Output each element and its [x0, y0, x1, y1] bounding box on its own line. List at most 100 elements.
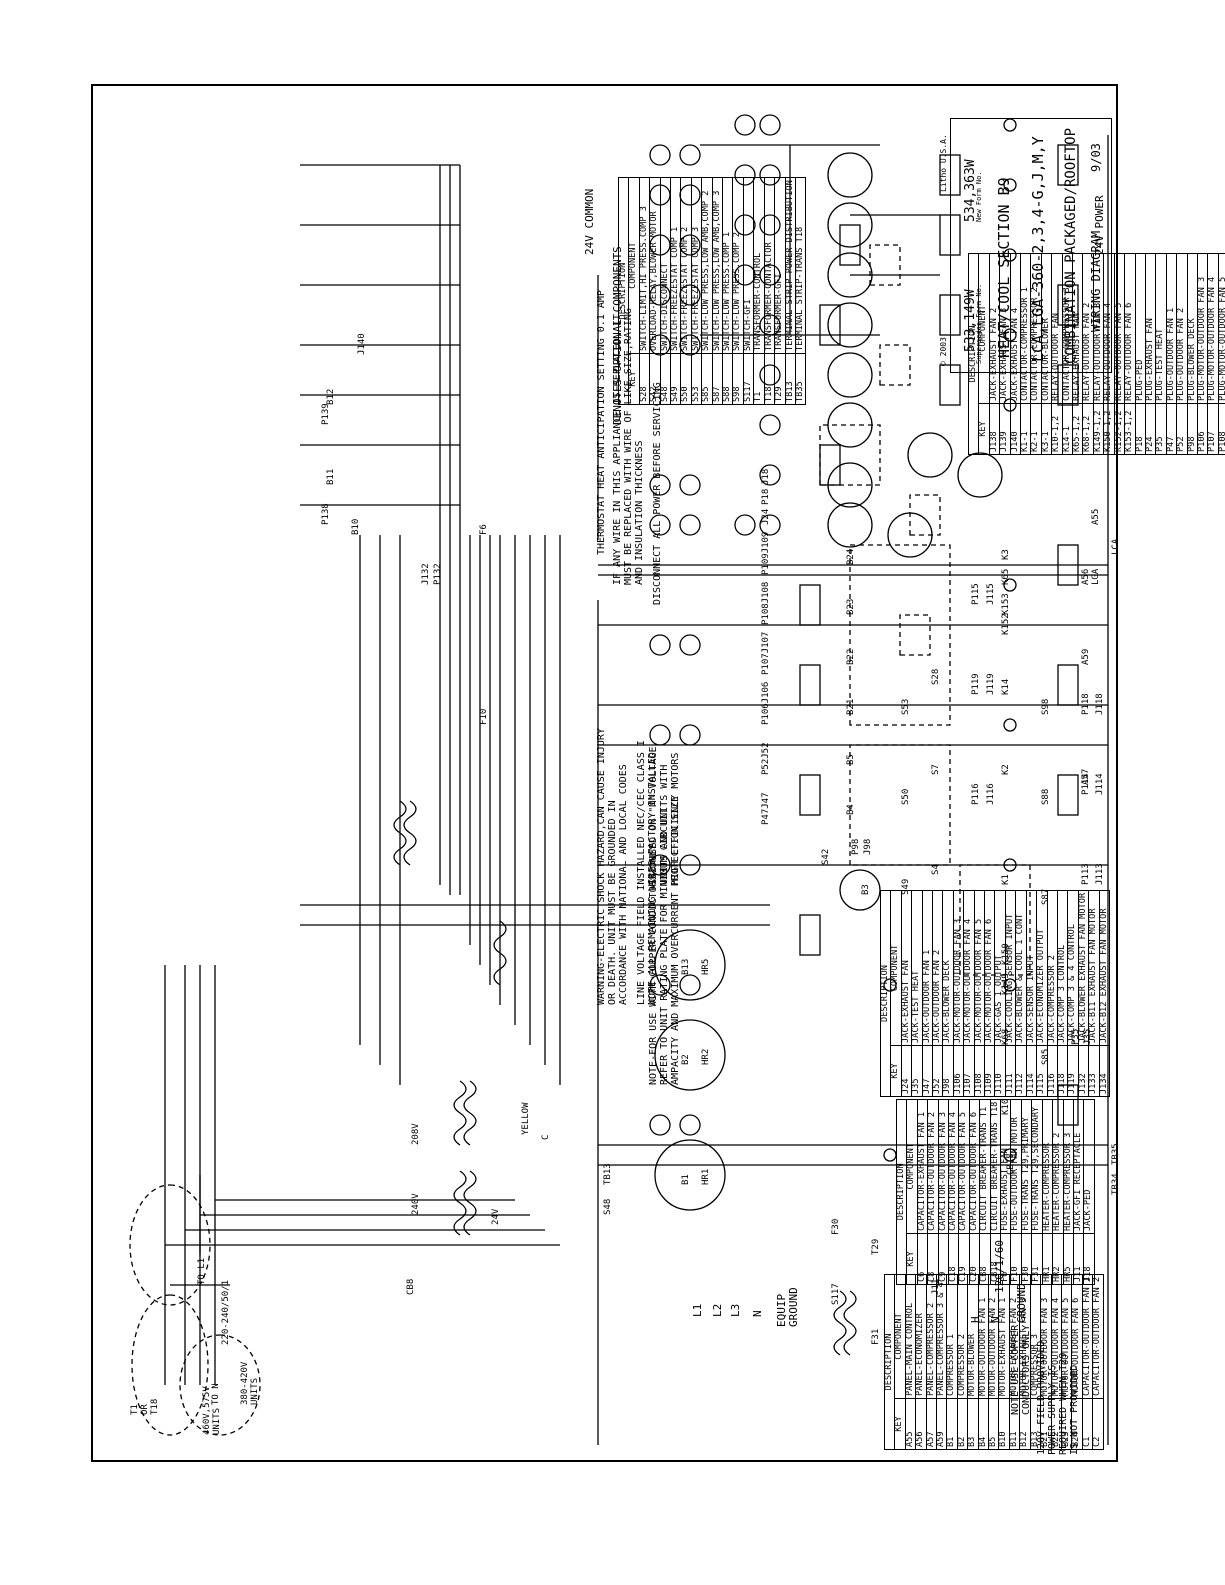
- legend-component: JACK-EXHAUST FAN: [901, 890, 912, 1046]
- tag-f6: F6: [479, 524, 489, 535]
- legend-component: MOTOR-OUTDOOR FAN 6: [1071, 1274, 1083, 1399]
- tag-j113: J113: [1095, 863, 1105, 885]
- tag-k65: K65: [1001, 568, 1011, 585]
- legend-component: JACK-ECONOMIZER OUTPUT: [1036, 890, 1047, 1046]
- tag-s53: S53: [901, 698, 911, 715]
- legend-component: TRANSFORMER-CONTROL: [753, 177, 765, 354]
- legend-component: JACK-COOLING SENSOR INPUT: [1005, 890, 1016, 1046]
- legend-component: CAPACITOR-OUTDOOR FAN 2: [927, 1099, 939, 1234]
- legend-3-desc: DESCRIPTION: [880, 890, 891, 1097]
- legend-key: B12: [1019, 1398, 1031, 1450]
- warning-shock: WARNING-ELECTRIC SHOCK HAZARD,CAN CAUSE …: [596, 728, 629, 1005]
- legend-3-comp-header: COMPONENT: [890, 890, 902, 1046]
- tag-p107j107: P107J107: [761, 631, 771, 675]
- legend-1-key-header: KEY: [978, 403, 990, 455]
- legend-component: SWITCH-GFI: [743, 177, 754, 354]
- legend-component: FUSE-TRANS T29,SECONDARY: [1031, 1099, 1043, 1234]
- legend-key: B4: [978, 1398, 989, 1450]
- title-litho: Litho U.S.A.: [939, 134, 948, 192]
- tag-f30: F30: [831, 1218, 841, 1235]
- title-new-value: 534,363W: [963, 159, 978, 222]
- legend-key: B5: [988, 1398, 999, 1450]
- legend-key: S50: [680, 353, 692, 405]
- legend-key: P35: [1155, 403, 1167, 455]
- transformer-yellow: YELLOW: [521, 1102, 531, 1135]
- tag-b22: B22: [846, 648, 856, 665]
- legend-component: CAPACITOR-OUTDOOR FAN 4: [948, 1099, 959, 1234]
- legend-key: J111: [1005, 1045, 1016, 1097]
- tag-t29: T29: [871, 1238, 881, 1255]
- legend-component: CAPACITOR-OUTDOOR FAN 6: [969, 1099, 980, 1234]
- tag-p52j52: P52J52: [761, 742, 771, 775]
- tag-p47j47: P47J47: [761, 792, 771, 825]
- tag-p18: P18: [761, 488, 771, 505]
- legend-key: K65-1,2: [1072, 403, 1083, 455]
- legend-key: J47: [922, 1045, 933, 1097]
- legend-component: CAPACITOR-OUTDOOR FAN 5: [958, 1099, 970, 1234]
- title-product: COMBINATION PACKAGED/ROOFTOP: [1063, 127, 1079, 364]
- tag-k153: K153: [1001, 593, 1011, 615]
- title-supersedes-value: 533,149W: [963, 289, 978, 352]
- legend-key: A57: [926, 1398, 937, 1450]
- legend-component: MOTOR-OUTDOOR FAN 3: [1040, 1274, 1051, 1399]
- legend-component: SWITCH-DISCONNECT: [660, 177, 671, 354]
- legend-component: PLUG-TEST HEAT: [1155, 253, 1167, 404]
- note-copper: NOTE-FOR USE WITH COPPER CONDUCTORS ONLY…: [648, 796, 681, 1085]
- tag-a59: A59: [1081, 648, 1091, 665]
- legend-component: MOTOR-OUTDOOR FAN 5: [1061, 1274, 1072, 1399]
- legend-key: A59: [936, 1398, 947, 1450]
- legend-component: PLUG-MOTOR-OUTDOOR FAN 5: [1218, 253, 1225, 404]
- legend-component: JACK-SENSOR INPUT: [1026, 890, 1037, 1046]
- tag-j115: J115: [986, 583, 996, 605]
- legend-component: PLUG-OUTDOOR FAN 1: [1166, 253, 1177, 404]
- legend-key: J110: [994, 1045, 1006, 1097]
- tag-hr2: HR2: [701, 1048, 711, 1065]
- tag-b5: B5: [846, 754, 856, 765]
- legend-key: S28: [639, 353, 650, 405]
- tag-p119: P119: [971, 673, 981, 695]
- supply-l3: L3: [729, 1303, 742, 1317]
- legend-key: C2: [1092, 1398, 1104, 1450]
- tag-k14: K14: [1001, 678, 1011, 695]
- legend-key: J133: [1088, 1045, 1100, 1097]
- legend-component: JACK-MOTOR-OUTDOOR FAN 5: [974, 890, 985, 1046]
- supply-n: N: [751, 1310, 764, 1317]
- supply-l1: L1: [691, 1303, 704, 1317]
- legend-component: MOTOR-EXHAUST FAN 3: [1019, 1274, 1031, 1399]
- legend-component: PLUG-MOTOR-OUTDOOR FAN 4: [1207, 253, 1219, 404]
- legend-component: JACK-BLOWER & COOL 1 CONT: [1015, 890, 1027, 1046]
- legend-component: MOTOR-OUTDOOR FAN 4: [1051, 1274, 1062, 1399]
